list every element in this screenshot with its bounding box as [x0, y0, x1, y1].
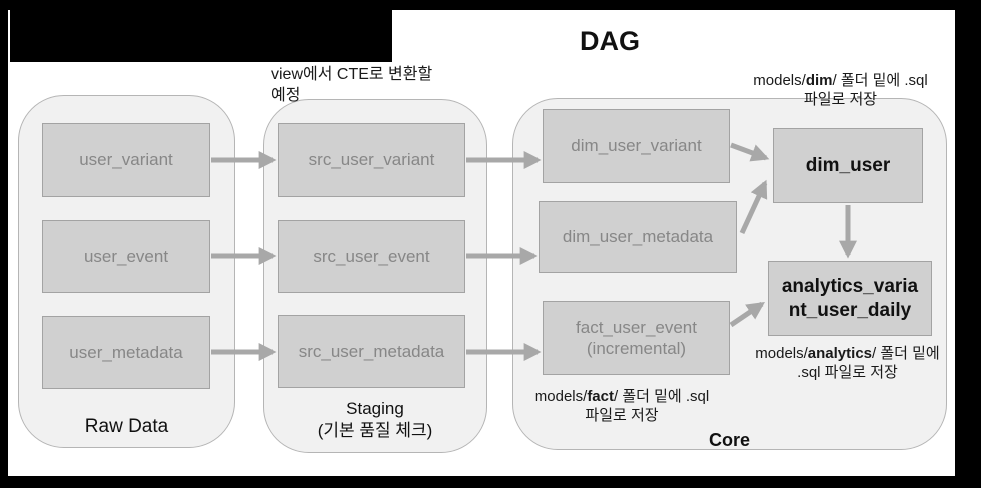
frame-left-bar [0, 0, 8, 488]
group-label-staging: Staging (기본 품질 체크) [317, 399, 433, 440]
note-models-dim: models/dim/ 폴더 밑에 .sql 파일로 저장 [733, 71, 948, 109]
note-models-fact-line2: 파일로 저장 [585, 407, 659, 424]
node-src-user-variant: src_user_variant [278, 123, 465, 197]
note-models-fact-line1: models/fact/ 폴더 밑에 .sql [534, 388, 710, 405]
frame-right-bar [955, 0, 981, 488]
redacted-area [10, 10, 392, 62]
note-models-fact: models/fact/ 폴더 밑에 .sql 파일로 저장 [522, 387, 722, 425]
node-dim-user-variant: dim_user_variant [543, 109, 730, 183]
group-label-core: Core [708, 430, 750, 450]
note-models-dim-line1: models/dim/ 폴더 밑에 .sql [753, 72, 928, 89]
note-staging-cte: view에서 CTE로 변환할 예정 [271, 66, 433, 104]
node-src-user-event: src_user_event [278, 220, 465, 293]
note-models-dim-line2: 파일로 저장 [803, 91, 878, 108]
diagram-title: DAG [580, 26, 640, 56]
frame-bottom-bar [0, 476, 981, 488]
group-label-raw-data: Raw Data [84, 416, 169, 437]
node-dim-user: dim_user [773, 128, 923, 203]
node-dim-user-metadata: dim_user_metadata [539, 201, 737, 273]
frame-top-bar [0, 0, 981, 10]
note-models-analytics-line1: models/analytics/ 폴더 밑에 [755, 345, 940, 362]
node-user-event: user_event [42, 220, 210, 293]
node-user-metadata: user_metadata [42, 316, 210, 389]
note-models-analytics-line2: .sql 파일로 저장 [797, 364, 898, 381]
node-analytics-variant-user-daily: analytics_varia nt_user_daily [768, 261, 932, 336]
node-user-variant: user_variant [42, 123, 210, 197]
node-src-user-metadata: src_user_metadata [278, 315, 465, 388]
node-fact-user-event: fact_user_event (incremental) [543, 301, 730, 375]
note-models-analytics: models/analytics/ 폴더 밑에 .sql 파일로 저장 [745, 344, 950, 382]
